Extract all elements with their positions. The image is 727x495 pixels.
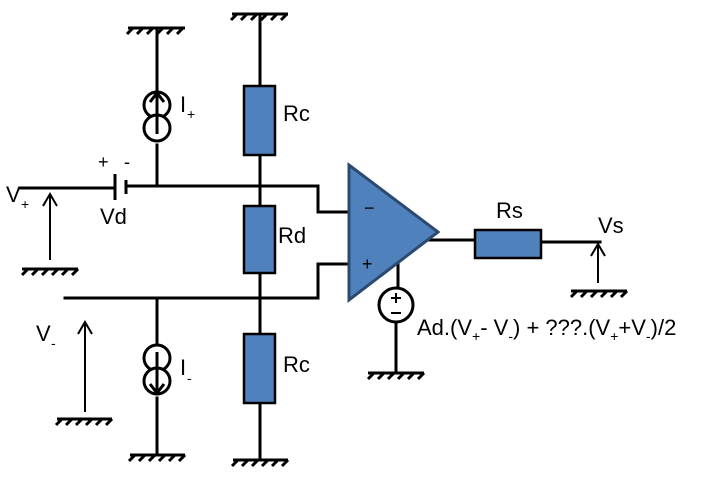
- vd-plus-sign: +: [98, 152, 109, 172]
- arrow-vs: [590, 242, 606, 283]
- ground-bottom-left: [127, 453, 187, 463]
- label-v-minus-sub: -: [51, 335, 56, 351]
- vd-minus-sign: -: [124, 152, 130, 172]
- arrow-v-plus: [42, 192, 58, 260]
- ground-output: [569, 289, 629, 299]
- wires: [18, 12, 602, 462]
- label-vs: Vs: [598, 213, 624, 238]
- current-source-i-minus: [142, 343, 172, 396]
- voltage-source-output: [377, 286, 415, 324]
- ground-top-right: [229, 12, 289, 22]
- ground-vminus: [54, 417, 114, 427]
- label-v-plus-sub: +: [21, 196, 29, 212]
- label-v-minus: V: [36, 321, 51, 346]
- arrow-v-minus: [77, 320, 93, 412]
- label-rc-top: Rc: [283, 101, 310, 126]
- label-i-plus-sub: +: [187, 106, 195, 122]
- label-rd: Rd: [278, 223, 306, 248]
- label-i-minus: I: [180, 355, 186, 380]
- resistor-rd: [242, 204, 277, 275]
- resistor-rs: [473, 228, 543, 260]
- label-rc-bottom: Rc: [283, 352, 310, 377]
- label-vd: Vd: [100, 204, 127, 229]
- resistor-rc-bottom: [242, 332, 277, 405]
- ground-bottom-right: [230, 458, 290, 468]
- current-source-i-plus: [142, 90, 172, 143]
- op-amp-minus-sign: −: [364, 198, 375, 218]
- ground-vplus: [20, 267, 80, 277]
- op-amp-triangle: [347, 161, 441, 304]
- label-i-minus-sub: -: [187, 370, 192, 386]
- ground-source: [366, 371, 426, 381]
- label-v-plus: V: [6, 182, 21, 207]
- ground-top-left: [125, 26, 185, 36]
- label-rs: Rs: [496, 198, 523, 223]
- output-formula: Ad.(V+- V-) + ???.(V++V-)/2: [417, 315, 676, 344]
- op-amp-plus-sign: +: [362, 254, 373, 274]
- resistor-rc-top: [242, 84, 277, 157]
- label-i-plus: I: [180, 92, 186, 117]
- battery-vd: [113, 174, 128, 200]
